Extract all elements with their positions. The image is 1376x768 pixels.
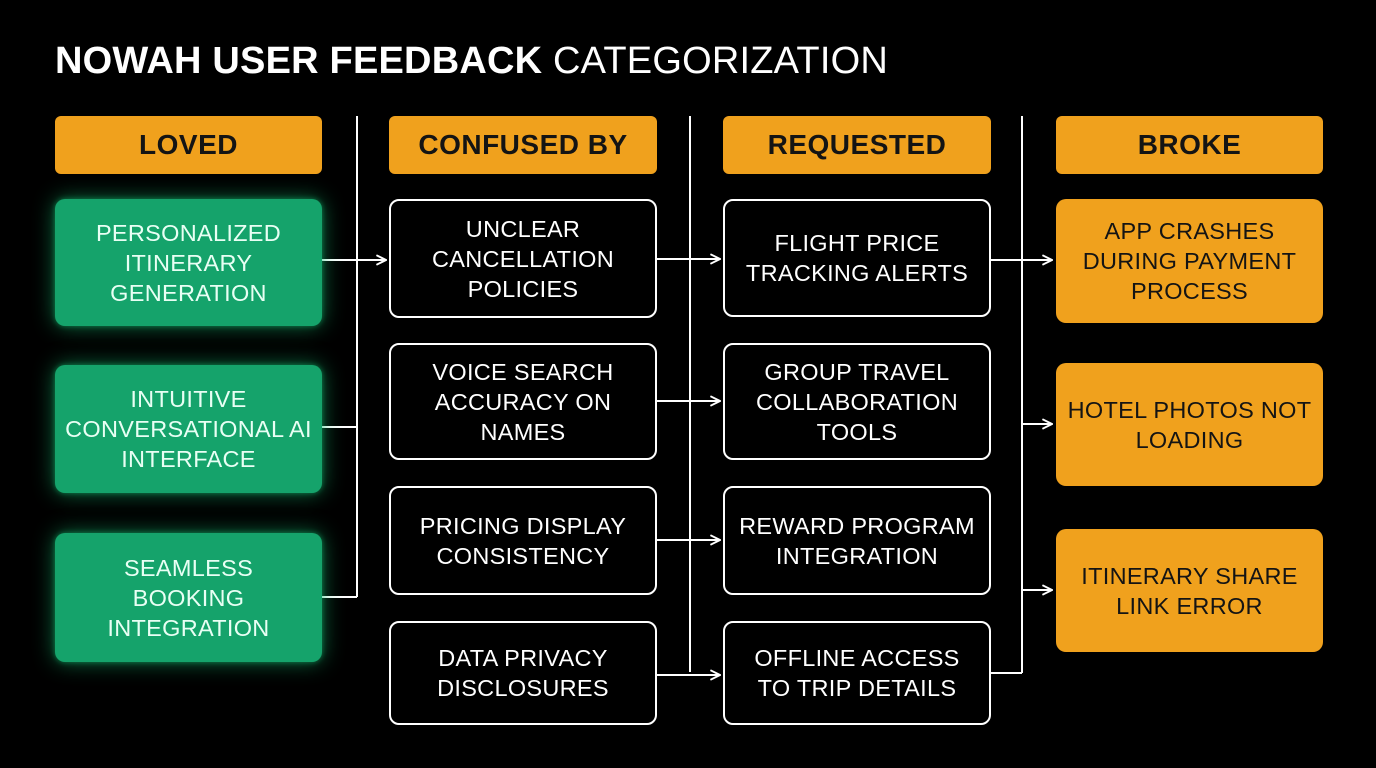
item-label: PRICING DISPLAY CONSISTENCY [419,512,627,569]
requested-item: GROUP TRAVEL COLLABORATION TOOLS [723,343,991,460]
header-label: CONFUSED BY [418,129,628,160]
item-label: APP CRASHES DURING PAYMENT PROCESS [1082,218,1297,304]
item-label: HOTEL PHOTOS NOT LOADING [1067,396,1312,453]
item-label: REWARD PROGRAM INTEGRATION [739,512,975,569]
confused-item: UNCLEAR CANCELLATION POLICIES [389,199,657,318]
broke-item: ITINERARY SHARE LINK ERROR [1056,529,1323,652]
requested-item: OFFLINE ACCESS TO TRIP DETAILS [723,621,991,725]
diagram-title: NOWAH USER FEEDBACK CATEGORIZATION [55,40,888,83]
header-label: BROKE [1137,129,1242,160]
title-light: CATEGORIZATION [553,40,888,82]
column-header-requested: REQUESTED [723,116,991,174]
broke-item: HOTEL PHOTOS NOT LOADING [1056,363,1323,486]
item-label: GROUP TRAVEL COLLABORATION TOOLS [756,358,958,445]
item-label: INTUITIVE CONVERSATIONAL AI INTERFACE [65,386,312,472]
header-label: LOVED [139,129,238,160]
header-label: REQUESTED [767,129,947,160]
item-label: UNCLEAR CANCELLATION POLICIES [431,215,615,302]
confused-item: PRICING DISPLAY CONSISTENCY [389,486,657,595]
confused-item: VOICE SEARCH ACCURACY ON NAMES [389,343,657,460]
broke-item: APP CRASHES DURING PAYMENT PROCESS [1056,199,1323,323]
title-bold: NOWAH USER FEEDBACK [55,40,543,82]
item-label: FLIGHT PRICE TRACKING ALERTS [745,230,969,286]
requested-item: REWARD PROGRAM INTEGRATION [723,486,991,595]
item-label: SEAMLESS BOOKING INTEGRATION [107,554,270,641]
loved-item: SEAMLESS BOOKING INTEGRATION [55,533,322,662]
column-header-confused-by: CONFUSED BY [389,116,657,174]
item-label: OFFLINE ACCESS TO TRIP DETAILS [754,645,960,701]
column-header-broke: BROKE [1056,116,1323,174]
item-label: PERSONALIZED ITINERARY GENERATION [95,219,282,306]
item-label: ITINERARY SHARE LINK ERROR [1081,562,1298,619]
column-header-loved: LOVED [55,116,322,174]
confused-item: DATA PRIVACY DISCLOSURES [389,621,657,725]
requested-item: FLIGHT PRICE TRACKING ALERTS [723,199,991,317]
loved-item: PERSONALIZED ITINERARY GENERATION [55,199,322,326]
item-label: DATA PRIVACY DISCLOSURES [437,645,609,701]
item-label: VOICE SEARCH ACCURACY ON NAMES [432,358,614,445]
loved-item: INTUITIVE CONVERSATIONAL AI INTERFACE [55,365,322,493]
